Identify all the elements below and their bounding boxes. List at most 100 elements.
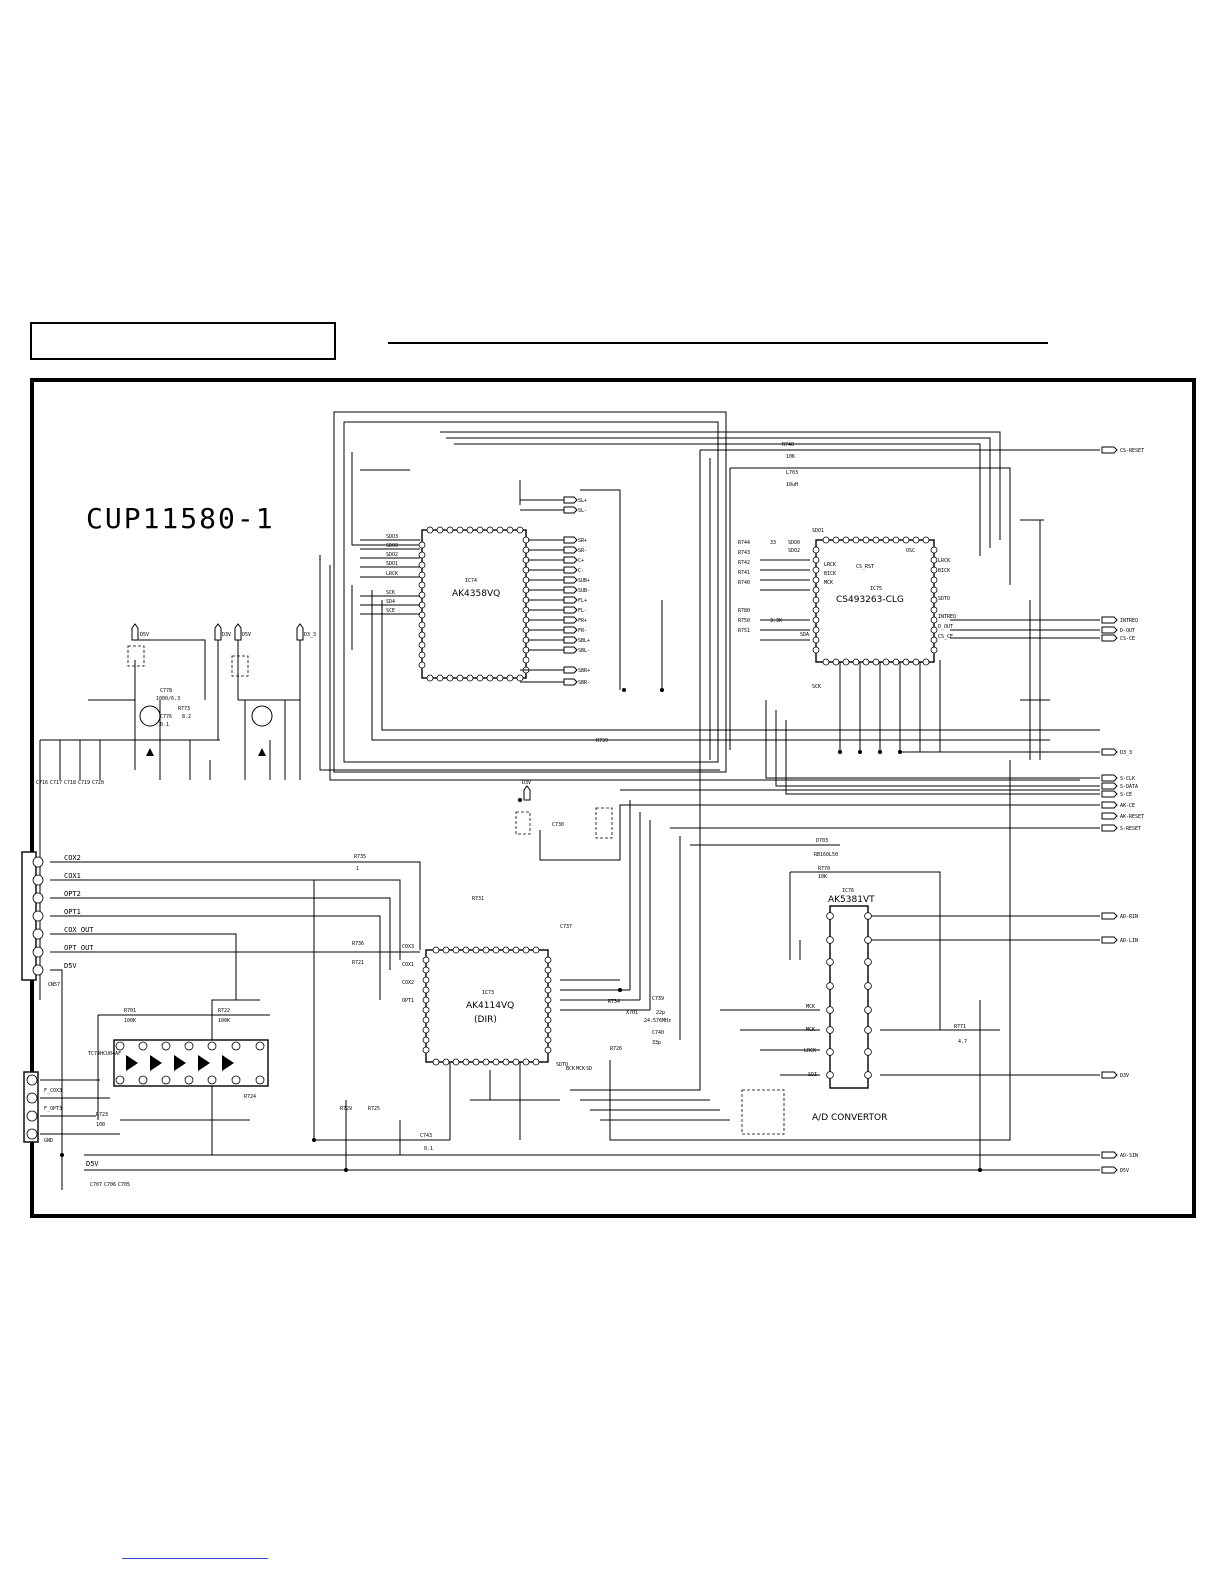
svg-text:D5V: D5V	[242, 632, 251, 638]
schematic-frame	[30, 378, 1196, 1218]
svg-text:D_OUT: D_OUT	[938, 624, 953, 630]
regulator-transistors	[139, 705, 273, 756]
svg-text:LRCK: LRCK	[824, 562, 836, 568]
ic74-pins	[418, 526, 530, 682]
ic75-pins	[812, 536, 938, 666]
svg-text:A/D CONVERTOR: A/D CONVERTOR	[812, 1113, 887, 1123]
ic74-left-pin-labels: SDO3 SDO0 SDO2 SDO1 LRCK SCK SD4 SCE	[386, 534, 398, 614]
svg-text:SL-: SL-	[578, 508, 587, 514]
svg-text:(DIR): (DIR)	[474, 1015, 497, 1025]
svg-text:SDTO: SDTO	[556, 1062, 568, 1068]
ic76-pins	[826, 912, 872, 1079]
svg-text:C-: C-	[578, 568, 584, 574]
svg-text:R770: R770	[818, 866, 830, 872]
svg-text:D3_3: D3_3	[1120, 750, 1132, 756]
svg-text:SDO2: SDO2	[788, 548, 800, 554]
ic73-pins	[422, 946, 552, 1066]
svg-text:SD4: SD4	[386, 599, 395, 605]
svg-text:COX1: COX1	[402, 962, 414, 968]
svg-text:D5V: D5V	[86, 1160, 99, 1168]
svg-text:R741: R741	[738, 570, 750, 576]
svg-text:SCK: SCK	[386, 590, 395, 596]
svg-text:OPT1: OPT1	[402, 998, 414, 1004]
ic76-ak5381vt: IC76 AK5381VT A/D CONVERTOR	[812, 888, 887, 1123]
svg-text:R726: R726	[610, 1046, 622, 1052]
svg-text:F_OPT3: F_OPT3	[44, 1106, 62, 1112]
svg-text:OPT_OUT: OPT_OUT	[64, 944, 94, 952]
svg-text:SDI: SDI	[808, 1072, 817, 1078]
svg-text:SDO3: SDO3	[386, 534, 398, 540]
svg-text:COX_OUT: COX_OUT	[64, 926, 94, 934]
svg-text:SDA: SDA	[800, 632, 809, 638]
svg-text:L703: L703	[786, 470, 798, 476]
right-net-arrows	[1101, 446, 1118, 1174]
svg-text:LRCK: LRCK	[938, 558, 950, 564]
svg-text:SR+: SR+	[578, 538, 587, 544]
svg-text:22p: 22p	[656, 1010, 665, 1016]
svg-text:COX3: COX3	[402, 944, 414, 950]
svg-text:D-OUT: D-OUT	[1120, 628, 1135, 634]
svg-text:AK-CE: AK-CE	[1120, 803, 1135, 809]
svg-text:CS-RESET: CS-RESET	[1120, 448, 1144, 454]
footer-link-underline[interactable]	[122, 1558, 268, 1559]
svg-text:3.3K: 3.3K	[770, 618, 782, 624]
svg-text:FR+: FR+	[578, 618, 587, 624]
svg-text:SDO0: SDO0	[386, 543, 398, 549]
svg-text:10uH: 10uH	[786, 482, 798, 488]
svg-text:C706: C706	[104, 1182, 116, 1188]
svg-text:OPT1: OPT1	[64, 908, 81, 916]
svg-text:AD-LIN: AD-LIN	[1120, 938, 1138, 944]
svg-text:8.2: 8.2	[182, 714, 191, 720]
svg-text:R751: R751	[738, 628, 750, 634]
svg-text:R722: R722	[218, 1008, 230, 1014]
svg-text:C719: C719	[78, 780, 90, 786]
svg-text:SCE: SCE	[386, 608, 395, 614]
svg-text:AK4358VQ: AK4358VQ	[452, 589, 500, 599]
svg-text:COX2: COX2	[64, 854, 81, 862]
ic73-ak4114vq: IC73 AK4114VQ (DIR)	[425, 949, 549, 1063]
svg-text:10K: 10K	[818, 874, 827, 880]
title-rule	[388, 342, 1048, 344]
svg-text:S-CE: S-CE	[1120, 792, 1132, 798]
svg-text:C705: C705	[118, 1182, 130, 1188]
svg-text:C717: C717	[50, 780, 62, 786]
svg-text:33: 33	[770, 540, 776, 546]
svg-text:R725: R725	[368, 1106, 380, 1112]
svg-text:C720: C720	[92, 780, 104, 786]
svg-text:C739: C739	[652, 996, 664, 1002]
svg-text:R729: R729	[340, 1106, 352, 1112]
svg-text:SR-: SR-	[578, 548, 587, 554]
svg-text:BICK: BICK	[824, 571, 836, 577]
svg-text:R740: R740	[738, 580, 750, 586]
svg-text:S-DATA: S-DATA	[1120, 784, 1138, 790]
svg-text:AK5381VT: AK5381VT	[828, 895, 875, 905]
svg-text:D5V: D5V	[1120, 1168, 1129, 1174]
svg-text:R771: R771	[954, 1024, 966, 1030]
svg-text:24.576MHz: 24.576MHz	[644, 1018, 671, 1024]
svg-text:OSC: OSC	[906, 548, 915, 554]
svg-text:100K: 100K	[218, 1018, 230, 1024]
svg-text:MCK: MCK	[806, 1004, 815, 1010]
ic75-cs493263: IC75 CS493263-CLG	[815, 539, 935, 663]
svg-text:C+: C+	[578, 558, 584, 564]
svg-text:S-CLK: S-CLK	[1120, 776, 1135, 782]
svg-text:R748: R748	[782, 442, 794, 448]
svg-text:SBL+: SBL+	[578, 638, 590, 644]
svg-text:R731: R731	[472, 896, 484, 902]
svg-text:D3V: D3V	[522, 780, 531, 786]
svg-text:BCK: BCK	[566, 1066, 575, 1072]
svg-text:D3V: D3V	[1120, 1073, 1129, 1079]
title-box	[30, 322, 336, 360]
svg-text:R723: R723	[96, 1112, 108, 1118]
junction-dots	[60, 688, 982, 1172]
ic75-labels: SDO1 SDO0 SDO2 LRCK BICK MCK SDA SCK CS_…	[788, 528, 956, 690]
svg-text:SDO1: SDO1	[386, 561, 398, 567]
svg-text:C776: C776	[160, 714, 172, 720]
svg-text:IC76: IC76	[842, 888, 854, 894]
svg-text:GND: GND	[44, 1138, 53, 1144]
svg-text:1: 1	[356, 866, 359, 872]
svg-text:SDO2: SDO2	[386, 552, 398, 558]
svg-text:10K: 10K	[786, 454, 795, 460]
svg-text:MCK: MCK	[824, 580, 833, 586]
